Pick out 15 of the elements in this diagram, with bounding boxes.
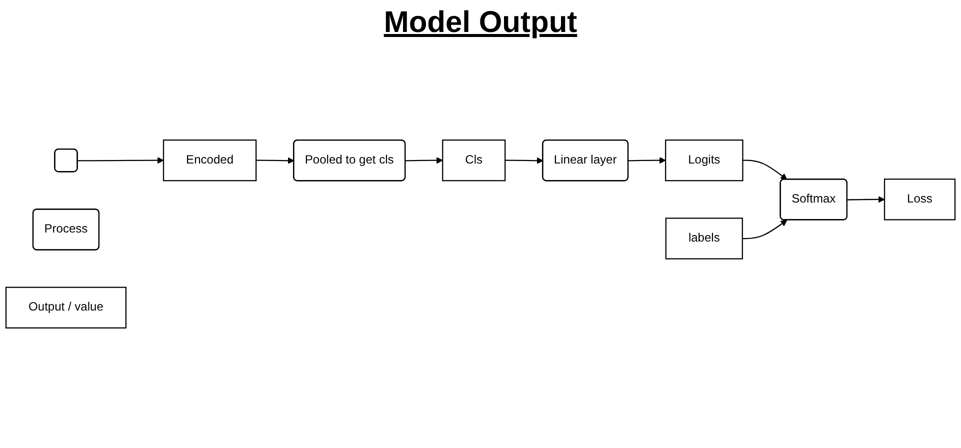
node-box: labels: [665, 218, 743, 260]
arrow: [505, 157, 544, 164]
arrow: [256, 157, 294, 164]
arrow: [628, 157, 666, 164]
arrow: [742, 220, 788, 240]
node-box: Cls: [442, 140, 506, 182]
arrow: [847, 196, 885, 203]
node-box: Logits: [665, 140, 744, 182]
arrow: [78, 157, 164, 164]
arrow: [405, 157, 443, 164]
node-box: Loss: [884, 178, 956, 220]
node-box: Encoded: [162, 140, 257, 182]
diagram-title: Model Output: [382, 6, 578, 40]
node-box: Output / value: [5, 286, 127, 328]
arrow: [742, 160, 788, 180]
